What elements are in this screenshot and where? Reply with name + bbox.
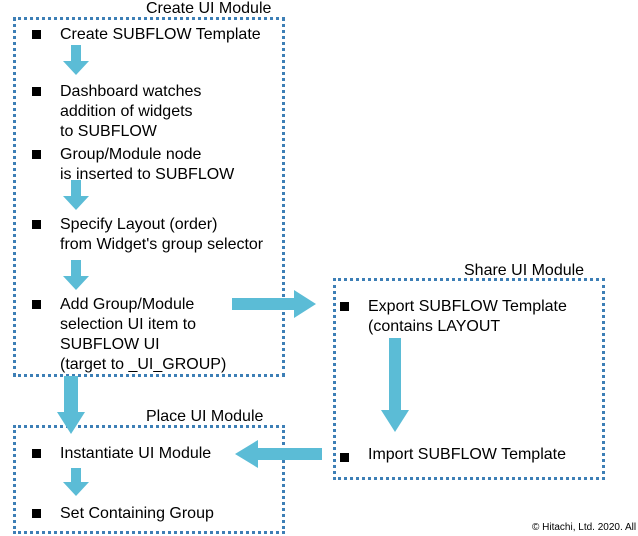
copyright-notice: © Hitachi, Ltd. 2020. All — [532, 522, 637, 533]
left-arrow-icon — [235, 440, 322, 468]
create-module-box — [13, 17, 285, 377]
step-group-module-node: Group/Module node is inserted to SUBFLOW — [60, 146, 235, 183]
step-add-group-module: Add Group/Module selection UI item to SU… — [60, 296, 227, 373]
step-export-subflow-template: Export SUBFLOW Template (contains LAYOUT — [368, 298, 567, 335]
step-bullet — [32, 509, 41, 518]
create-module-title: Create UI Module — [146, 0, 272, 17]
step-bullet — [32, 220, 41, 229]
step-set-containing-group: Set Containing Group — [60, 505, 214, 522]
step-bullet — [32, 87, 41, 96]
step-create-subflow-template: Create SUBFLOW Template — [60, 26, 261, 43]
step-bullet — [340, 453, 349, 462]
down-arrow-icon — [63, 45, 89, 75]
down-arrow-icon — [63, 468, 89, 496]
right-arrow-icon — [232, 290, 316, 318]
step-bullet — [32, 30, 41, 39]
place-module-box — [13, 425, 285, 534]
step-import-subflow-template: Import SUBFLOW Template — [368, 446, 566, 463]
share-module-box — [333, 278, 605, 480]
down-arrow-icon — [63, 180, 89, 210]
place-module-title: Place UI Module — [146, 408, 264, 425]
step-bullet — [32, 300, 41, 309]
down-arrow-icon — [381, 338, 409, 432]
step-bullet — [32, 150, 41, 159]
down-arrow-icon — [57, 376, 85, 434]
down-arrow-icon — [63, 260, 89, 290]
step-specify-layout: Specify Layout (order) from Widget's gro… — [60, 216, 264, 253]
step-bullet — [32, 449, 41, 458]
step-bullet — [340, 302, 349, 311]
step-dashboard-watches: Dashboard watches addition of widgets to… — [60, 83, 202, 140]
share-module-title: Share UI Module — [464, 262, 585, 279]
step-instantiate-ui-module: Instantiate UI Module — [60, 445, 212, 462]
